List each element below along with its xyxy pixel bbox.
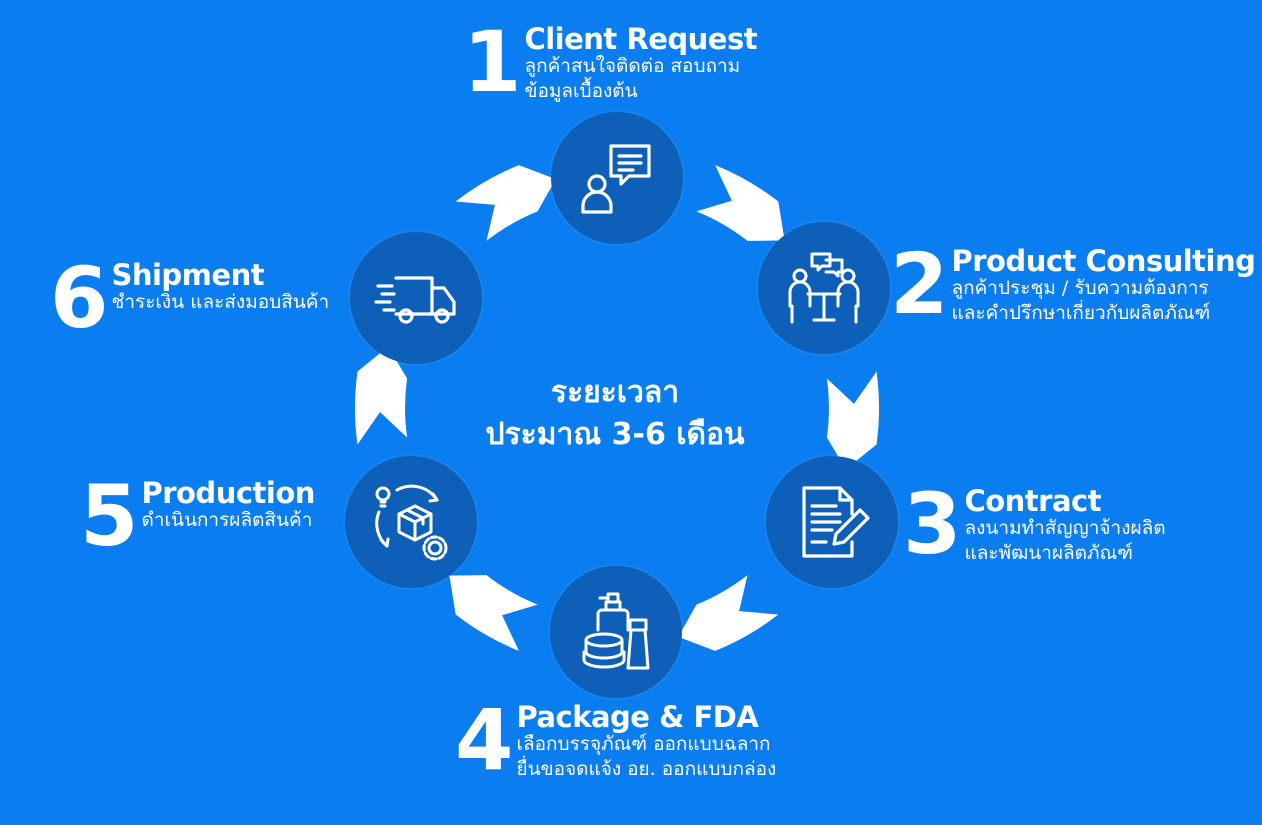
step-5-desc-line-1: ดำเนินการผลิตสินค้า [141, 509, 313, 532]
ring-arrow-segment [696, 165, 785, 241]
step-1-icon-circle [551, 112, 683, 244]
delivery-truck-icon [374, 276, 456, 324]
ring-arrow-segment [354, 346, 408, 445]
step-3-desc-line-1: ลงนามทำสัญญาจ้างผลิต [964, 517, 1166, 540]
ring-arrow-segment [678, 575, 779, 651]
production-cycle-icon [375, 484, 448, 561]
duration-line-1: ระยะเวลา [550, 375, 680, 410]
chat-person-icon [581, 144, 651, 214]
step-2-label: 2 Product Consulting ลูกค้าประชุม / รับค… [890, 235, 1256, 333]
step-2-desc-line-2: และคำปรึกษาเกี่ยวกับผลิตภัณฑ์ [951, 302, 1211, 325]
step-5-number: 5 [80, 467, 138, 565]
step-2-icon-circle [758, 222, 890, 354]
step-4-desc-line-1: เลือกบรรจุภัณฑ์ ออกแบบฉลาก [516, 733, 771, 756]
duration-line-2: ประมาณ 3-6 เดือน [485, 417, 745, 452]
step-6-label: 6 Shipment ชำระเงิน และส่งมอบสินค้า [50, 256, 329, 340]
document-sign-icon [802, 486, 870, 558]
step-3-title: Contract [964, 484, 1102, 518]
duration-label: ระยะเวลา ประมาณ 3-6 เดือน [445, 372, 785, 456]
meeting-icon [788, 252, 860, 324]
ring-arrow-segment [455, 165, 556, 241]
step-4-icon-circle [550, 566, 682, 698]
ring-arrow-segment [449, 575, 538, 651]
step-1-title: Client Request [524, 22, 758, 56]
step-3-desc-line-2: และพัฒนาผลิตภัณฑ์ [964, 542, 1133, 565]
step-5-title: Production [141, 476, 315, 510]
step-4-number: 4 [455, 691, 513, 789]
step-3-number: 3 [903, 475, 961, 573]
step-3-label: 3 Contract ลงนามทำสัญญาจ้างผลิต และพัฒนา… [903, 482, 1166, 566]
step-1-label: 1 Client Request ลูกค้าสนใจติดต่อ สอบถาม… [463, 13, 758, 111]
step-6-title: Shipment [111, 258, 265, 292]
step-6-desc-line-1: ชำระเงิน และส่งมอบสินค้า [111, 291, 330, 314]
step-1-desc-line-2: ข้อมูลเบื้องต้น [524, 80, 638, 103]
step-1-desc-line-1: ลูกค้าสนใจติดต่อ สอบถาม [524, 55, 741, 78]
step-6-number: 6 [50, 249, 108, 347]
step-3-icon-circle [766, 456, 898, 588]
step-5-icon-circle [345, 456, 477, 588]
step-2-number: 2 [890, 235, 948, 333]
step-4-desc-line-2: ยื่นขอจดแจ้ง อย. ออกแบบกล่อง [516, 758, 777, 781]
step-2-title: Product Consulting [951, 244, 1256, 278]
step-6-icon-circle [350, 232, 482, 364]
step-5-label: 5 Production ดำเนินการผลิตสินค้า [80, 474, 315, 558]
step-4-label: 4 Package & FDA เลือกบรรจุภัณฑ์ ออกแบบฉล… [455, 698, 776, 782]
step-2-desc-line-1: ลูกค้าประชุม / รับความต้องการ [951, 277, 1209, 300]
ring-arrow-segment [826, 371, 880, 470]
step-4-title: Package & FDA [516, 700, 759, 734]
step-1-number: 1 [463, 13, 521, 111]
cosmetic-package-icon [582, 592, 650, 670]
